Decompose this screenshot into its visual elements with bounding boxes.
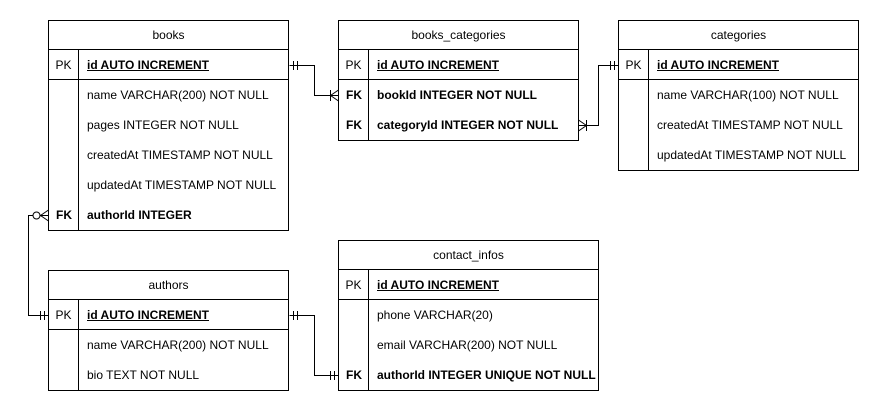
pk-label: PK bbox=[339, 50, 369, 79]
connector-authors-books bbox=[28, 215, 49, 316]
field-label: updatedAt TIMESTAMP NOT NULL bbox=[87, 178, 277, 192]
pk-field: id AUTO INCREMENT bbox=[87, 307, 209, 322]
pk-label: PK bbox=[49, 50, 79, 79]
table-title: books bbox=[49, 21, 288, 50]
field-row: name VARCHAR(100) NOT NULL bbox=[619, 80, 858, 110]
crow-zero-mark bbox=[32, 211, 41, 220]
key-label bbox=[49, 170, 79, 200]
field-label: name VARCHAR(200) NOT NULL bbox=[87, 338, 269, 352]
table-contact-infos[interactable]: contact_infos PK id AUTO INCREMENT phone… bbox=[338, 240, 599, 391]
field-label: bio TEXT NOT NULL bbox=[87, 368, 200, 382]
crow-many-mark bbox=[578, 125, 587, 132]
fk-field: bookId INTEGER NOT NULL bbox=[377, 88, 537, 102]
field-row: name VARCHAR(200) NOT NULL bbox=[49, 330, 288, 360]
field-label: updatedAt TIMESTAMP NOT NULL bbox=[657, 148, 847, 162]
key-column bbox=[49, 330, 79, 390]
field-label: createdAt TIMESTAMP NOT NULL bbox=[657, 118, 843, 132]
pk-row: PK id AUTO INCREMENT bbox=[619, 50, 858, 80]
fk-row: FK bookId INTEGER NOT NULL bbox=[339, 80, 578, 110]
field-row: name VARCHAR(200) NOT NULL bbox=[49, 80, 288, 110]
table-body: name VARCHAR(200) NOT NULL pages INTEGER… bbox=[49, 80, 288, 230]
connector-categories-books-categories bbox=[578, 65, 619, 126]
fk-row: FK authorId INTEGER UNIQUE NOT NULL bbox=[339, 360, 598, 390]
table-title: books_categories bbox=[339, 21, 578, 50]
pk-field: id AUTO INCREMENT bbox=[377, 277, 499, 292]
key-label bbox=[339, 300, 369, 330]
field-label: name VARCHAR(100) NOT NULL bbox=[657, 88, 839, 102]
field-row: bio TEXT NOT NULL bbox=[49, 360, 288, 390]
pk-label: PK bbox=[619, 50, 649, 79]
fk-label: FK bbox=[56, 208, 72, 222]
pk-row: PK id AUTO INCREMENT bbox=[49, 50, 288, 80]
table-authors[interactable]: authors PK id AUTO INCREMENT name VARCHA… bbox=[48, 270, 289, 391]
table-title: authors bbox=[49, 271, 288, 300]
table-body: name VARCHAR(200) NOT NULL bio TEXT NOT … bbox=[49, 330, 288, 390]
fk-label: FK bbox=[346, 118, 362, 132]
connector-books-books-categories bbox=[289, 65, 339, 96]
key-label bbox=[619, 140, 649, 170]
table-categories[interactable]: categories PK id AUTO INCREMENT name VAR… bbox=[618, 20, 859, 171]
table-books-categories[interactable]: books_categories PK id AUTO INCREMENT FK… bbox=[338, 20, 579, 141]
key-label bbox=[49, 330, 79, 360]
key-column bbox=[339, 300, 369, 390]
pk-field: id AUTO INCREMENT bbox=[657, 57, 779, 72]
field-label: name VARCHAR(200) NOT NULL bbox=[87, 88, 269, 102]
table-body: phone VARCHAR(20) email VARCHAR(200) NOT… bbox=[339, 300, 598, 390]
field-label: email VARCHAR(200) NOT NULL bbox=[377, 338, 558, 352]
key-label bbox=[619, 110, 649, 140]
connector-authors-contact-infos bbox=[289, 315, 339, 376]
field-row: createdAt TIMESTAMP NOT NULL bbox=[619, 110, 858, 140]
pk-label: PK bbox=[49, 300, 79, 329]
field-label: pages INTEGER NOT NULL bbox=[87, 118, 239, 132]
crow-many-mark bbox=[578, 119, 587, 126]
field-row: updatedAt TIMESTAMP NOT NULL bbox=[49, 170, 288, 200]
pk-label: PK bbox=[339, 270, 369, 299]
fk-row: FK authorId INTEGER bbox=[49, 200, 288, 230]
table-body: FK bookId INTEGER NOT NULL FK categoryId… bbox=[339, 80, 578, 140]
fk-label: FK bbox=[346, 368, 362, 382]
table-title: categories bbox=[619, 21, 858, 50]
table-title: contact_infos bbox=[339, 241, 598, 270]
pk-row: PK id AUTO INCREMENT bbox=[339, 270, 598, 300]
fk-field: authorId INTEGER UNIQUE NOT NULL bbox=[377, 368, 596, 382]
key-column bbox=[339, 80, 369, 140]
key-label bbox=[619, 80, 649, 110]
table-body: name VARCHAR(100) NOT NULL createdAt TIM… bbox=[619, 80, 858, 170]
table-books[interactable]: books PK id AUTO INCREMENT name VARCHAR(… bbox=[48, 20, 289, 231]
field-row: email VARCHAR(200) NOT NULL bbox=[339, 330, 598, 360]
key-label bbox=[49, 80, 79, 110]
field-row: updatedAt TIMESTAMP NOT NULL bbox=[619, 140, 858, 170]
field-row: pages INTEGER NOT NULL bbox=[49, 110, 288, 140]
key-column bbox=[619, 80, 649, 170]
pk-row: PK id AUTO INCREMENT bbox=[49, 300, 288, 330]
field-label: createdAt TIMESTAMP NOT NULL bbox=[87, 148, 273, 162]
key-label bbox=[49, 140, 79, 170]
pk-field: id AUTO INCREMENT bbox=[87, 57, 209, 72]
pk-field: id AUTO INCREMENT bbox=[377, 57, 499, 72]
field-row: phone VARCHAR(20) bbox=[339, 300, 598, 330]
fk-row: FK categoryId INTEGER NOT NULL bbox=[339, 110, 578, 140]
key-label bbox=[339, 330, 369, 360]
pk-row: PK id AUTO INCREMENT bbox=[339, 50, 578, 80]
fk-label: FK bbox=[346, 88, 362, 102]
fk-field: authorId INTEGER bbox=[87, 208, 192, 222]
fk-field: categoryId INTEGER NOT NULL bbox=[377, 118, 559, 132]
key-label bbox=[49, 360, 79, 390]
key-label bbox=[49, 110, 79, 140]
field-label: phone VARCHAR(20) bbox=[377, 308, 493, 322]
field-row: createdAt TIMESTAMP NOT NULL bbox=[49, 140, 288, 170]
key-column bbox=[49, 80, 79, 230]
